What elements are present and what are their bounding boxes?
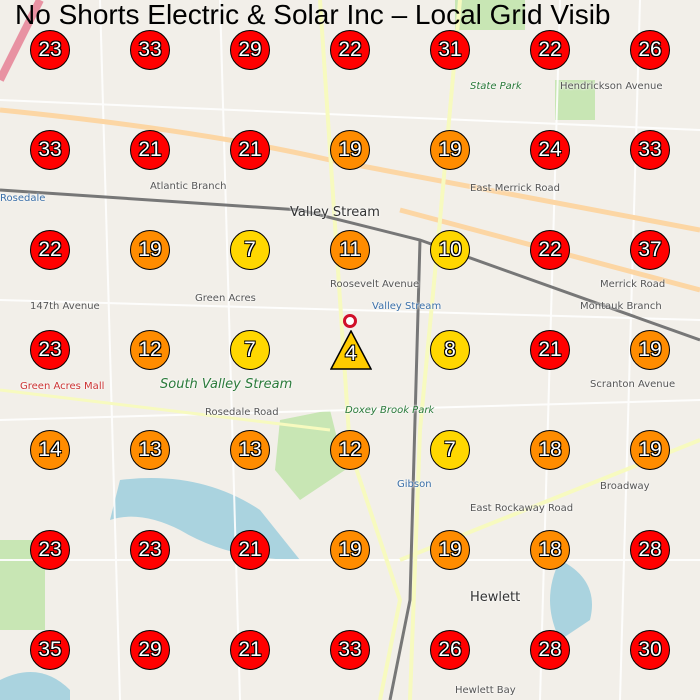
grid-marker[interactable]: 21 <box>230 130 270 170</box>
grid-marker[interactable]: 28 <box>530 630 570 670</box>
grid-marker[interactable]: 19 <box>130 230 170 270</box>
grid-marker[interactable]: 19 <box>630 430 670 470</box>
map-label: 147th Avenue <box>30 301 100 312</box>
grid-marker[interactable]: 29 <box>230 30 270 70</box>
grid-marker[interactable]: 28 <box>630 530 670 570</box>
map-label: Scranton Avenue <box>590 379 676 390</box>
grid-marker[interactable]: 31 <box>430 30 470 70</box>
grid-marker[interactable]: 19 <box>430 530 470 570</box>
map-label: Hewlett <box>470 590 521 605</box>
grid-marker[interactable]: 33 <box>330 630 370 670</box>
grid-marker[interactable]: 26 <box>430 630 470 670</box>
grid-marker[interactable]: 33 <box>30 130 70 170</box>
grid-marker[interactable]: 18 <box>530 430 570 470</box>
grid-marker[interactable]: 33 <box>630 130 670 170</box>
grid-marker[interactable]: 22 <box>530 30 570 70</box>
map-label: Green Acres <box>195 293 256 304</box>
grid-marker[interactable]: 33 <box>130 30 170 70</box>
map-label: Roosevelt Avenue <box>330 279 420 290</box>
grid-marker[interactable]: 14 <box>30 430 70 470</box>
grid-marker[interactable]: 22 <box>530 230 570 270</box>
grid-marker[interactable]: 30 <box>630 630 670 670</box>
map-label: East Rockaway Road <box>470 503 574 514</box>
grid-marker[interactable]: 7 <box>430 430 470 470</box>
grid-marker[interactable]: 10 <box>430 230 470 270</box>
grid-marker[interactable]: 22 <box>330 30 370 70</box>
map-label: Green Acres Mall <box>20 381 105 392</box>
grid-marker[interactable]: 21 <box>130 130 170 170</box>
map-label: Hewlett Bay <box>455 685 516 696</box>
grid-marker[interactable]: 23 <box>130 530 170 570</box>
map-label: Montauk Branch <box>580 301 662 312</box>
grid-marker[interactable]: 23 <box>30 330 70 370</box>
grid-marker[interactable]: 19 <box>630 330 670 370</box>
grid-marker[interactable]: 12 <box>330 430 370 470</box>
triangle-icon <box>329 329 373 370</box>
grid-marker[interactable]: 35 <box>30 630 70 670</box>
map-label: Broadway <box>600 481 650 492</box>
map-label: Gibson <box>397 479 432 490</box>
map-label: Valley Stream <box>372 301 442 312</box>
grid-marker[interactable]: 18 <box>530 530 570 570</box>
location-pin-icon[interactable] <box>343 314 357 328</box>
map-label: Hendrickson Avenue <box>560 81 663 92</box>
grid-marker[interactable]: 21 <box>230 630 270 670</box>
grid-marker[interactable]: 12 <box>130 330 170 370</box>
map-label: Atlantic Branch <box>150 181 227 192</box>
grid-marker[interactable]: 7 <box>230 330 270 370</box>
grid-marker[interactable]: 8 <box>430 330 470 370</box>
grid-marker[interactable]: 11 <box>330 230 370 270</box>
grid-marker[interactable]: 23 <box>30 30 70 70</box>
grid-marker[interactable]: 37 <box>630 230 670 270</box>
grid-marker[interactable]: 19 <box>430 130 470 170</box>
map-label: East Merrick Road <box>470 183 560 194</box>
grid-marker[interactable]: 13 <box>230 430 270 470</box>
grid-marker[interactable]: 22 <box>30 230 70 270</box>
grid-marker[interactable]: 23 <box>30 530 70 570</box>
map-label: Merrick Road <box>600 279 666 290</box>
grid-marker[interactable]: 24 <box>530 130 570 170</box>
grid-marker[interactable]: 26 <box>630 30 670 70</box>
map-label: Valley Stream <box>290 205 380 220</box>
center-site-value: 4 <box>345 342 357 365</box>
map-label: Doxey Brook Park <box>345 405 435 416</box>
map-label: State Park <box>470 81 522 92</box>
page-title: No Shorts Electric & Solar Inc – Local G… <box>15 0 611 30</box>
map-label: Rosedale Road <box>205 407 279 418</box>
grid-marker[interactable]: 13 <box>130 430 170 470</box>
railway <box>0 188 700 700</box>
grid-marker[interactable]: 19 <box>330 530 370 570</box>
center-site-marker[interactable]: 4 <box>329 329 373 370</box>
map-label: Rosedale <box>0 193 46 204</box>
grid-marker[interactable]: 29 <box>130 630 170 670</box>
grid-marker[interactable]: 21 <box>530 330 570 370</box>
grid-marker[interactable]: 21 <box>230 530 270 570</box>
grid-marker[interactable]: 7 <box>230 230 270 270</box>
map-label: South Valley Stream <box>160 377 293 392</box>
grid-marker[interactable]: 19 <box>330 130 370 170</box>
